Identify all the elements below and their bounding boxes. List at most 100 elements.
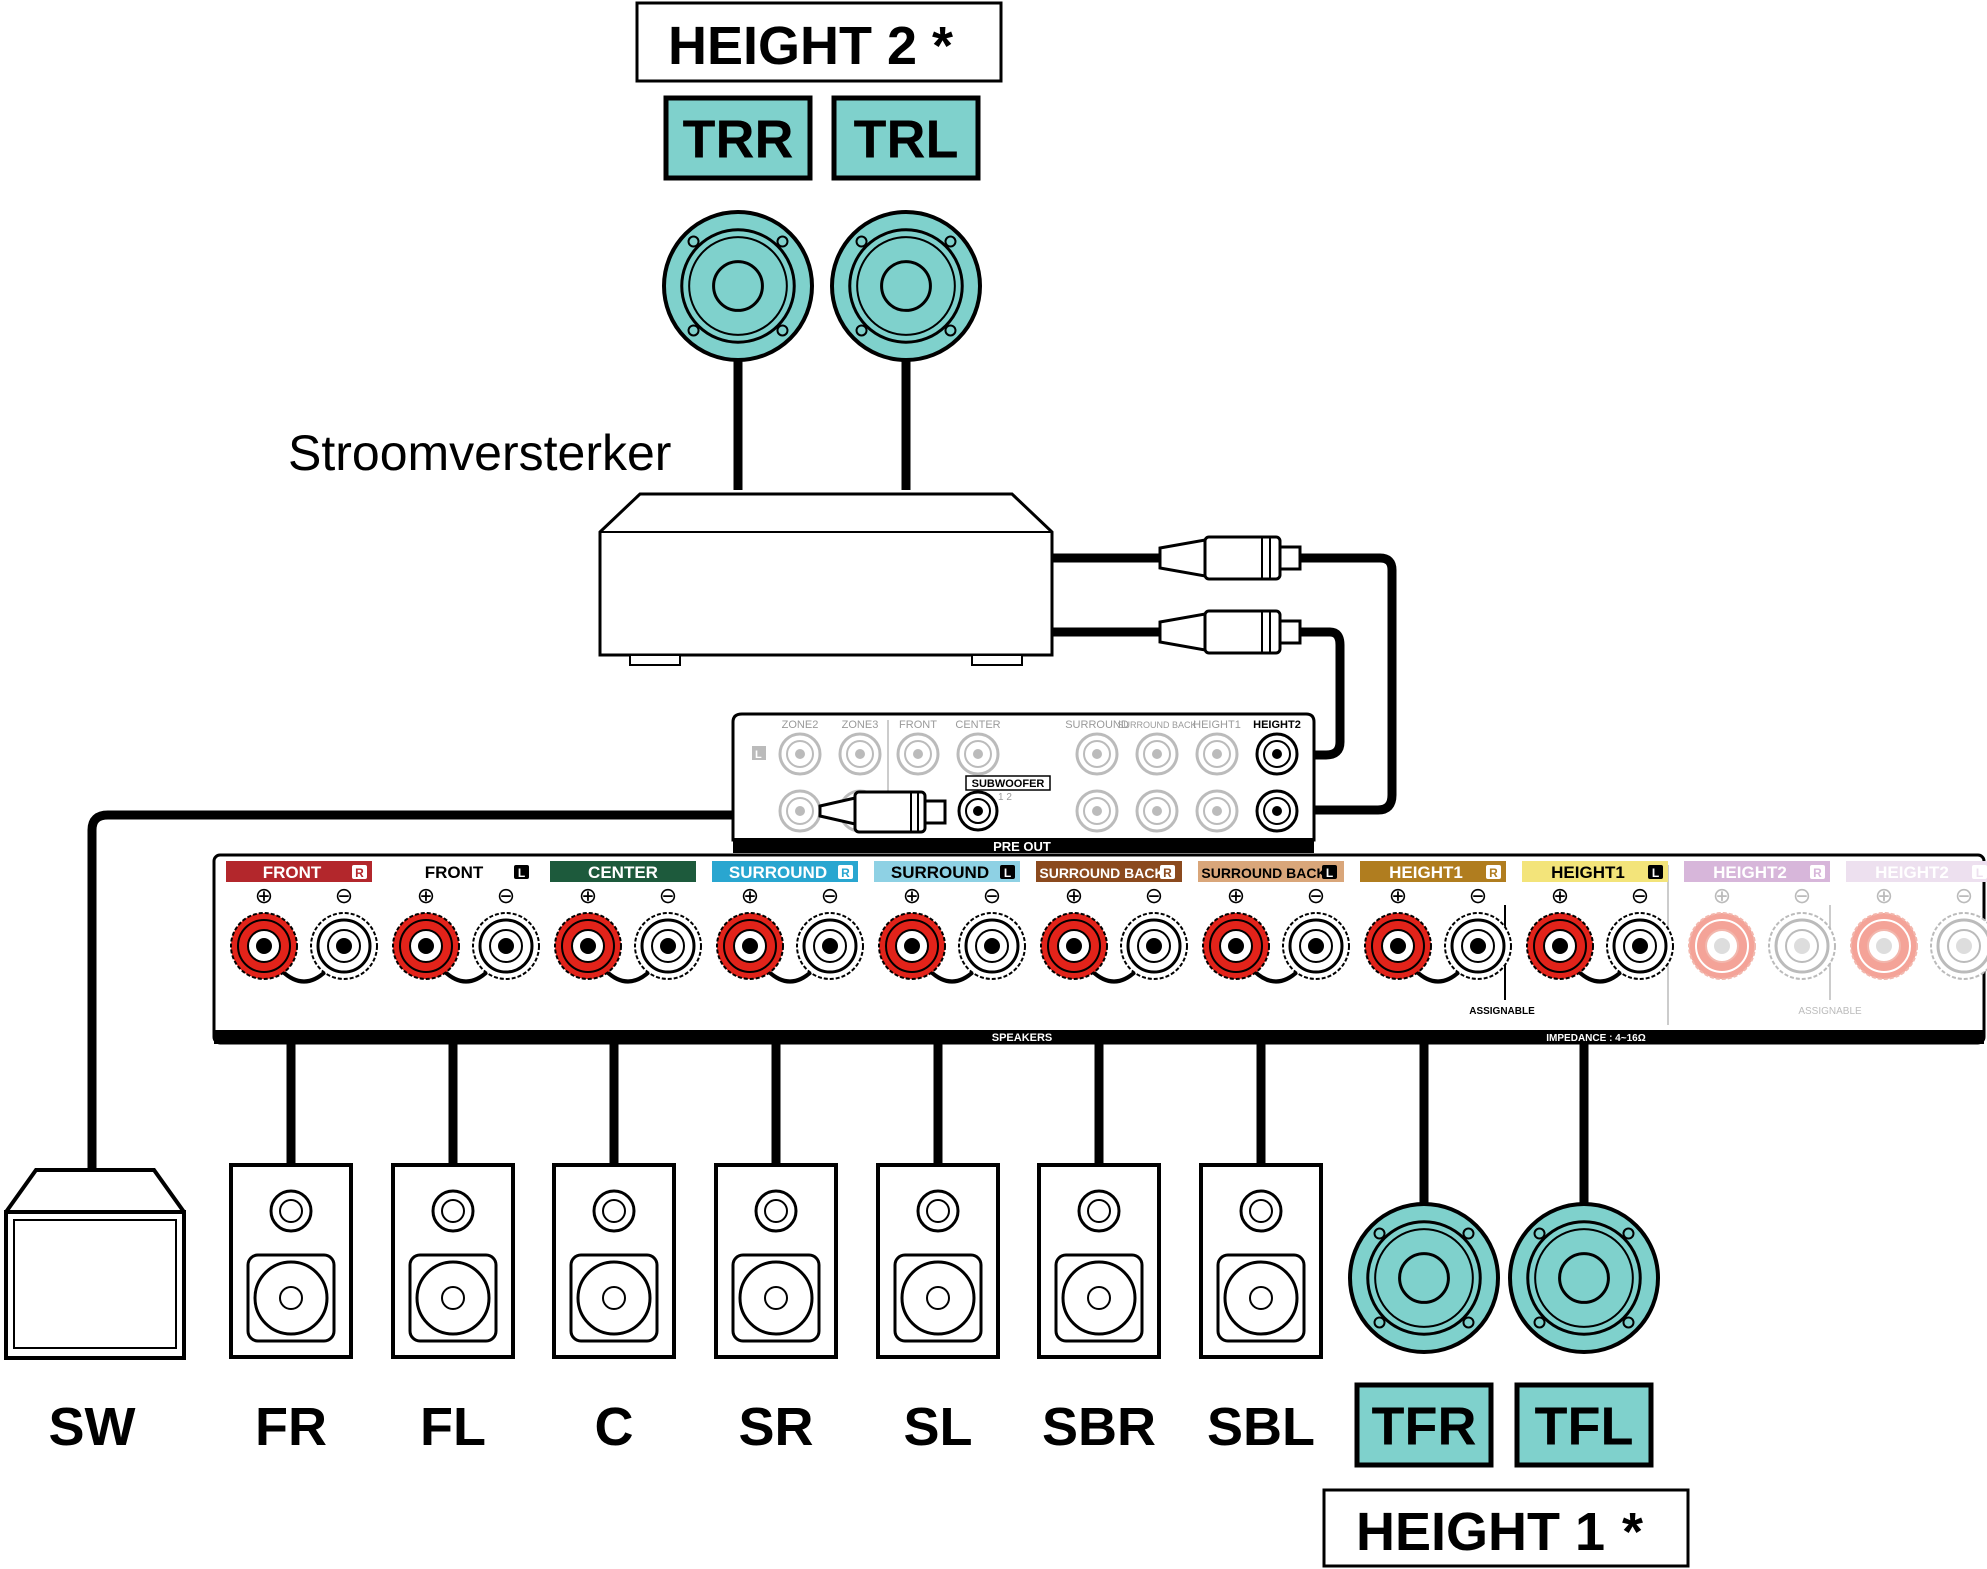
terminal-label: FRONT (263, 863, 322, 882)
speaker-code-fr: FR (255, 1397, 327, 1457)
speaker-sl (876, 1163, 1000, 1359)
rca-jack[interactable] (1195, 789, 1239, 833)
speaker-fr (229, 1163, 353, 1359)
speaker-fl (391, 1163, 515, 1359)
speaker-c (552, 1163, 676, 1359)
rca-jack[interactable] (778, 789, 822, 833)
pre-out-label-zone3: ZONE3 (842, 719, 879, 731)
speaker-code-tfl-label: TFL (1535, 1396, 1634, 1456)
terminal-side: R (1489, 866, 1498, 880)
speakers-panel-label: SPEAKERS (992, 1032, 1053, 1044)
terminal-post-minus[interactable] (472, 912, 540, 980)
speaker-code-trl: TRL (831, 95, 981, 181)
pre-out-label-center: CENTER (955, 719, 1000, 731)
terminal-side: R (1813, 866, 1822, 880)
cable-rca-lower (1268, 627, 1345, 760)
plus-sign: ⊕ (1389, 883, 1407, 908)
rca-jack[interactable] (956, 732, 1000, 776)
minus-sign: ⊖ (1955, 883, 1973, 908)
minus-sign: ⊖ (1469, 883, 1487, 908)
rca-jack[interactable] (1135, 789, 1179, 833)
terminal-post-minus[interactable] (958, 912, 1026, 980)
terminal-post-minus[interactable] (1282, 912, 1350, 980)
terminal-post-plus[interactable] (1850, 912, 1918, 980)
pre-out-label-surround-back: SURROUND BACK (1117, 720, 1196, 730)
terminal-side: R (1163, 866, 1172, 880)
rca-jack[interactable] (1135, 732, 1179, 776)
amplifier-label: Stroomversterker (288, 425, 671, 481)
speaker-code-fl: FL (420, 1397, 486, 1457)
pre-out-label-surround: SURROUND (1065, 719, 1129, 731)
terminal-post-minus[interactable] (796, 912, 864, 980)
rca-jack[interactable] (1195, 732, 1239, 776)
terminal-post-plus[interactable] (716, 912, 784, 980)
terminal-post-plus[interactable] (230, 912, 298, 980)
cable-subwoofer (87, 810, 820, 1170)
speaker-sr (714, 1163, 838, 1359)
terminal-post-plus[interactable] (878, 912, 946, 980)
plus-sign: ⊕ (1551, 883, 1569, 908)
terminal-post-plus[interactable] (1040, 912, 1108, 980)
minus-sign: ⊖ (497, 883, 515, 908)
terminal-label: SURROUND (729, 863, 827, 882)
terminal-post-plus[interactable] (392, 912, 460, 980)
rca-jack[interactable] (838, 732, 882, 776)
terminal-post-plus[interactable] (1364, 912, 1432, 980)
plus-sign: ⊕ (903, 883, 921, 908)
terminal-post-minus[interactable] (1930, 912, 1987, 980)
terminal-side: L (1976, 866, 1983, 880)
power-amplifier (598, 492, 1302, 666)
speaker-code-sw: SW (49, 1397, 136, 1457)
rca-jack[interactable] (896, 732, 940, 776)
plus-sign: ⊕ (1065, 883, 1083, 908)
speaker-code-trr: TRR (663, 95, 813, 181)
terminal-post-plus[interactable] (1202, 912, 1270, 980)
rca-plug-subwoofer (818, 790, 947, 834)
terminal-post-plus[interactable] (1688, 912, 1756, 980)
terminal-side: R (841, 866, 850, 880)
speaker-code-tfr: TFR (1354, 1382, 1494, 1468)
pre-out-title: PRE OUT (993, 839, 1051, 854)
terminal-label: HEIGHT1 (1551, 863, 1625, 882)
height1-group-title: HEIGHT 1 * (1322, 1488, 1690, 1568)
height1-asterisk: * (1622, 1502, 1643, 1562)
minus-sign: ⊖ (983, 883, 1001, 908)
speaker-code-sbl: SBL (1207, 1397, 1315, 1457)
rca-jack[interactable] (778, 732, 822, 776)
terminal-side: L (1326, 866, 1333, 880)
terminal-post-minus[interactable] (1606, 912, 1674, 980)
terminal-post-minus[interactable] (310, 912, 378, 980)
speaker-code-sl: SL (903, 1397, 972, 1457)
subwoofer-jack: SUBWOOFER 1 2 (957, 775, 1051, 832)
minus-sign: ⊖ (1145, 883, 1163, 908)
speaker-code-sr: SR (738, 1397, 813, 1457)
terminal-label: HEIGHT2 (1713, 863, 1787, 882)
terminal-post-minus[interactable] (634, 912, 702, 980)
terminal-post-minus[interactable] (1444, 912, 1512, 980)
height2-asterisk: * (932, 16, 953, 76)
rca-jack[interactable] (1075, 732, 1119, 776)
speaker-code-tfl: TFL (1514, 1382, 1654, 1468)
terminal-post-plus[interactable] (554, 912, 622, 980)
terminal-post-minus[interactable] (1120, 912, 1188, 980)
ceiling-speaker-trl (830, 210, 982, 362)
plus-sign: ⊕ (255, 883, 273, 908)
plus-sign: ⊕ (417, 883, 435, 908)
plus-sign: ⊕ (741, 883, 759, 908)
terminal-post-plus[interactable] (1526, 912, 1594, 980)
rca-jack[interactable] (1255, 789, 1299, 833)
terminal-post-minus[interactable] (1768, 912, 1836, 980)
rca-jack[interactable] (1075, 789, 1119, 833)
rca-jack[interactable] (1255, 732, 1299, 776)
